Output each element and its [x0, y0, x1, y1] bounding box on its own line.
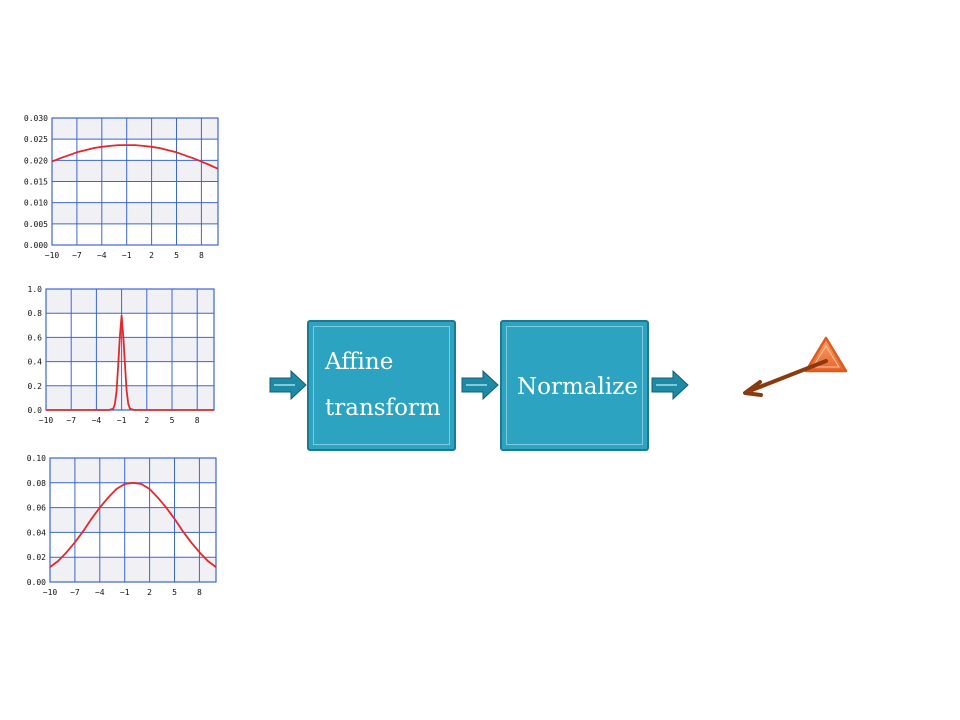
- plot-band: [50, 557, 216, 582]
- plot-frame: [49, 457, 217, 583]
- affine-transform-box: Affine transform: [307, 320, 456, 451]
- plot-frame: [45, 288, 215, 411]
- x-tick-label: 8: [197, 588, 202, 597]
- flow-arrow-icon: [651, 369, 689, 401]
- y-tick-label: 0.04: [27, 528, 46, 537]
- plot-band: [46, 337, 214, 362]
- x-tick-label: −1: [122, 251, 132, 260]
- plot-band: [50, 482, 216, 508]
- y-tick-label: 0.8: [28, 309, 43, 318]
- plot-band: [46, 385, 214, 410]
- x-tick-label: 5: [172, 588, 177, 597]
- distribution-plot-medium: 0.00 0.02 0.04 0.06 0.08 0.10 −10 −7 −4 −1 2 5 8: [27, 454, 217, 597]
- y-tick-label: 0.6: [28, 333, 43, 342]
- y-tick-label: 0.4: [28, 358, 43, 367]
- distribution-plot-narrow: 0.0 0.2 0.4 0.6 0.8 1.0 −10 −7 −4 −1 2 5 8: [28, 285, 215, 425]
- plot-band: [46, 361, 214, 386]
- y-tick-label: 0.10: [27, 454, 46, 463]
- y-tick-label: 0.00: [27, 578, 46, 587]
- x-tick-label: 2: [144, 416, 149, 425]
- y-tick-label: 1.0: [28, 285, 43, 294]
- density-curve: [51, 144, 219, 170]
- x-tick-label: −1: [117, 416, 127, 425]
- y-tick-label: 0.0: [28, 406, 43, 415]
- x-tick-label: −7: [66, 416, 76, 425]
- affine-label-line2: transform: [325, 395, 441, 421]
- x-tick-label: 2: [147, 588, 152, 597]
- x-tick-label: −7: [72, 251, 82, 260]
- x-tick-label: −1: [120, 588, 130, 597]
- y-tick-label: 0.06: [27, 504, 46, 513]
- affine-label-line1: Affine: [325, 349, 394, 375]
- y-tick-label: 0.010: [24, 199, 48, 208]
- y-tick-label: 0.02: [27, 553, 46, 562]
- plot-band: [46, 313, 214, 338]
- pointer-arrow-icon: [743, 359, 828, 397]
- flow-arrow-icon: [461, 369, 499, 401]
- y-tick-label: 0.2: [28, 382, 43, 391]
- density-curve: [46, 314, 214, 411]
- plot-frame: [51, 117, 219, 246]
- x-tick-label: −4: [95, 588, 105, 597]
- plot-band: [50, 458, 216, 483]
- x-tick-label: −10: [39, 416, 54, 425]
- plot-band: [50, 507, 216, 533]
- y-tick-label: 0.030: [24, 114, 48, 123]
- normalize-box: Normalize: [500, 320, 649, 451]
- x-tick-label: 2: [149, 251, 154, 260]
- y-tick-label: 0.025: [24, 135, 48, 144]
- x-tick-label: 5: [170, 416, 175, 425]
- x-tick-label: −4: [97, 251, 107, 260]
- x-tick-label: −7: [70, 588, 80, 597]
- x-tick-label: −4: [92, 416, 102, 425]
- x-tick-label: 8: [195, 416, 200, 425]
- x-tick-label: 8: [199, 251, 204, 260]
- y-tick-label: 0.015: [24, 178, 48, 187]
- normalize-label: Normalize: [517, 374, 638, 400]
- x-tick-label: 5: [174, 251, 179, 260]
- y-tick-label: 0.005: [24, 220, 48, 229]
- plot-band: [50, 532, 216, 558]
- warning-triangle-icon: [804, 336, 848, 373]
- x-tick-label: −10: [45, 251, 60, 260]
- y-tick-label: 0.020: [24, 156, 48, 165]
- flow-arrow-icon: [269, 369, 307, 401]
- y-tick-label: 0.000: [24, 241, 48, 250]
- y-tick-label: 0.08: [27, 479, 46, 488]
- plot-band: [46, 289, 214, 314]
- density-curve: [49, 481, 217, 568]
- x-tick-label: −10: [43, 588, 58, 597]
- distribution-plot-wide: 0.000 0.005 0.010 0.015 0.020 0.025 0.030 −10 −7…: [24, 114, 219, 260]
